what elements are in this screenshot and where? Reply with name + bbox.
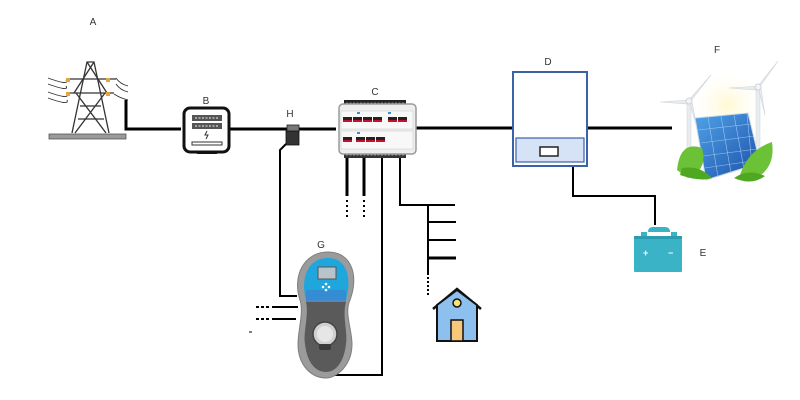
line-h-g: [279, 143, 297, 297]
component-e[interactable]: E + −: [634, 227, 707, 272]
transmission-tower-icon: [47, 61, 129, 140]
label-c: C: [371, 87, 378, 98]
line-c-house: [399, 155, 455, 206]
line-a-b: [124, 100, 181, 131]
renewable-sources-icon: [659, 60, 779, 182]
wind-turbine-left: [659, 74, 712, 155]
distribution-board-icon: [338, 100, 417, 158]
component-f[interactable]: F: [659, 45, 779, 182]
label-f: F: [714, 45, 720, 56]
ev-charger-icon: [297, 251, 355, 379]
connection-lines: [124, 100, 672, 376]
wind-turbine-right: [728, 60, 779, 151]
house-icon: [432, 287, 482, 342]
inverter-icon: [512, 71, 588, 167]
label-h: H: [286, 109, 293, 120]
component-h[interactable]: H: [285, 109, 300, 146]
line-d-e: [572, 166, 656, 225]
component-house[interactable]: [432, 287, 482, 342]
svg-text:+: +: [643, 248, 648, 258]
current-sensor-icon: [285, 124, 300, 146]
svg-text:−: −: [668, 248, 673, 258]
label-b: B: [203, 96, 210, 107]
label-d: D: [544, 57, 551, 68]
leaves: [677, 142, 773, 182]
label-g: G: [317, 240, 325, 251]
component-g[interactable]: G: [297, 240, 355, 379]
component-c[interactable]: C: [338, 87, 417, 158]
component-b[interactable]: B: [182, 96, 231, 154]
electric-meter-icon: [182, 106, 231, 154]
battery-icon: + −: [634, 227, 682, 272]
label-e: E: [700, 248, 707, 259]
component-d[interactable]: D: [512, 57, 588, 167]
label-a: A: [90, 17, 97, 28]
component-a[interactable]: A: [47, 17, 129, 140]
